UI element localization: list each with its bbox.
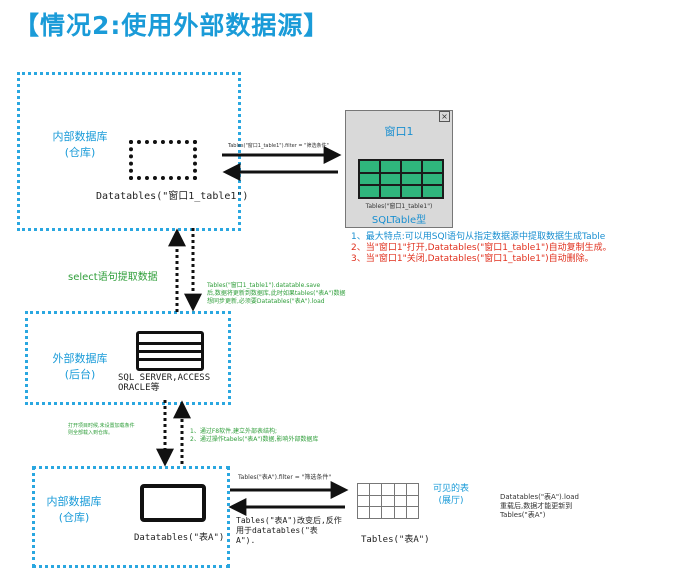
red-note-3: 3、当"窗口1"关闭,Datatables("窗口1_table1")自动删除。 [351,254,594,264]
internal-repo-bottom-line2: (仓库) [58,511,90,524]
save-note-1: Tables("窗口1_table1").datatable.save [207,282,321,289]
load-note-1: Datatables("表A").load [500,493,579,501]
datatable-window1-shape [129,140,197,180]
sqltable-grid-icon [358,159,444,199]
load-note-2: 重载后,数据才能更新到 [500,502,573,510]
red-note-1: 1、最大特点:可以用SQl语句从指定数据源中提取数据生成Table [351,232,606,242]
save-note-2: 后,数据将更新到数据库,此时如果tables("表A")数据 [207,290,346,297]
load-note-3: Tables("表A") [500,511,546,519]
visible-table-line1: 可见的表 [432,484,469,494]
filter-label: Tables("表A").filter = "筛选条件" [238,474,332,481]
external-db-caption-1: SQL SERVER,ACCESS [118,373,211,383]
external-db-line2: (后台) [64,368,96,381]
database-icon [136,331,204,371]
internal-repo-top-label: 内部数据库 (仓库) [40,128,120,160]
visible-table-label: 可见的表 (展厅) [426,483,476,507]
external-db-caption: SQL SERVER,ACCESS ORACLE等 [118,373,210,393]
visible-table-line2: (展厅) [438,496,464,506]
left-small-note: 打开项目时候,未设置加载条件 则全部载入到仓库。 [68,423,135,437]
window1-title: 窗口1 [384,125,414,138]
datatable-a-shape [140,484,206,522]
internal-repo-top-line1: 内部数据库 [52,130,108,143]
external-db-caption-2: ORACLE等 [118,383,160,393]
window1-type: SQLTable型 [371,215,427,226]
internal-repo-box-bottom [32,466,230,568]
close-icon[interactable]: × [439,111,450,122]
window1-panel: × 窗口1 Tables("窗口1_table1") SQLTable型 [345,110,453,228]
right-small-note-2: 2、通过操作tabels("表A")数据,影响外部数据库 [190,436,319,443]
left-small-note-1: 打开项目时候,未设置加载条件 [68,423,135,429]
datatable-window1-label: Datatables("窗口1_table1") [96,191,249,202]
external-db-line1: 外部数据库 [52,352,108,365]
page-title: 【情况2:使用外部数据源】 [14,11,330,40]
external-db-box [25,311,231,405]
external-db-label: 外部数据库 (后台) [40,350,120,382]
save-note: Tables("窗口1_table1").datatable.save 后,数据… [207,282,345,306]
select-label: select语句提取数据 [68,272,158,283]
reverse-label-3: A"). [236,536,256,545]
reverse-label-1: Tables("表A")改变后,反作 [236,516,342,525]
datatable-a-label: Datatables("表A") [134,533,225,543]
left-small-note-2: 则全部载入到仓库。 [68,430,114,436]
visible-table-caption: Tables("表A") [361,535,430,545]
reverse-label-2: 用于datatables("表 [236,526,318,535]
reverse-label: Tables("表A")改变后,反作 用于datatables("表 A"). [236,516,342,546]
arrow-top-label: Tables("窗口1_table1").filter = "筛选条件" [228,143,329,149]
visible-table-grid-icon [357,483,419,519]
internal-repo-top-line2: (仓库) [64,146,96,159]
internal-repo-bottom-line1: 内部数据库 [46,495,102,508]
right-small-note: 1、通过F8软件,建立外部表结构; 2、通过操作tabels("表A")数据,影… [190,428,318,444]
internal-repo-bottom-label: 内部数据库 (仓库) [34,493,114,525]
red-note-2: 2、当"窗口1"打开,Datatables("窗口1_table1")自动复制生… [351,243,612,253]
red-notes: 1、最大特点:可以用SQl语句从指定数据源中提取数据生成Table 2、当"窗口… [351,232,612,265]
window1-caption: Tables("窗口1_table1") [365,203,433,210]
load-note: Datatables("表A").load 重载后,数据才能更新到 Tables… [500,493,579,520]
internal-repo-box-top [17,72,241,231]
right-small-note-1: 1、通过F8软件,建立外部表结构; [190,428,278,435]
save-note-3: 想同步更新,必须要Datatables("表A").load [207,298,325,305]
